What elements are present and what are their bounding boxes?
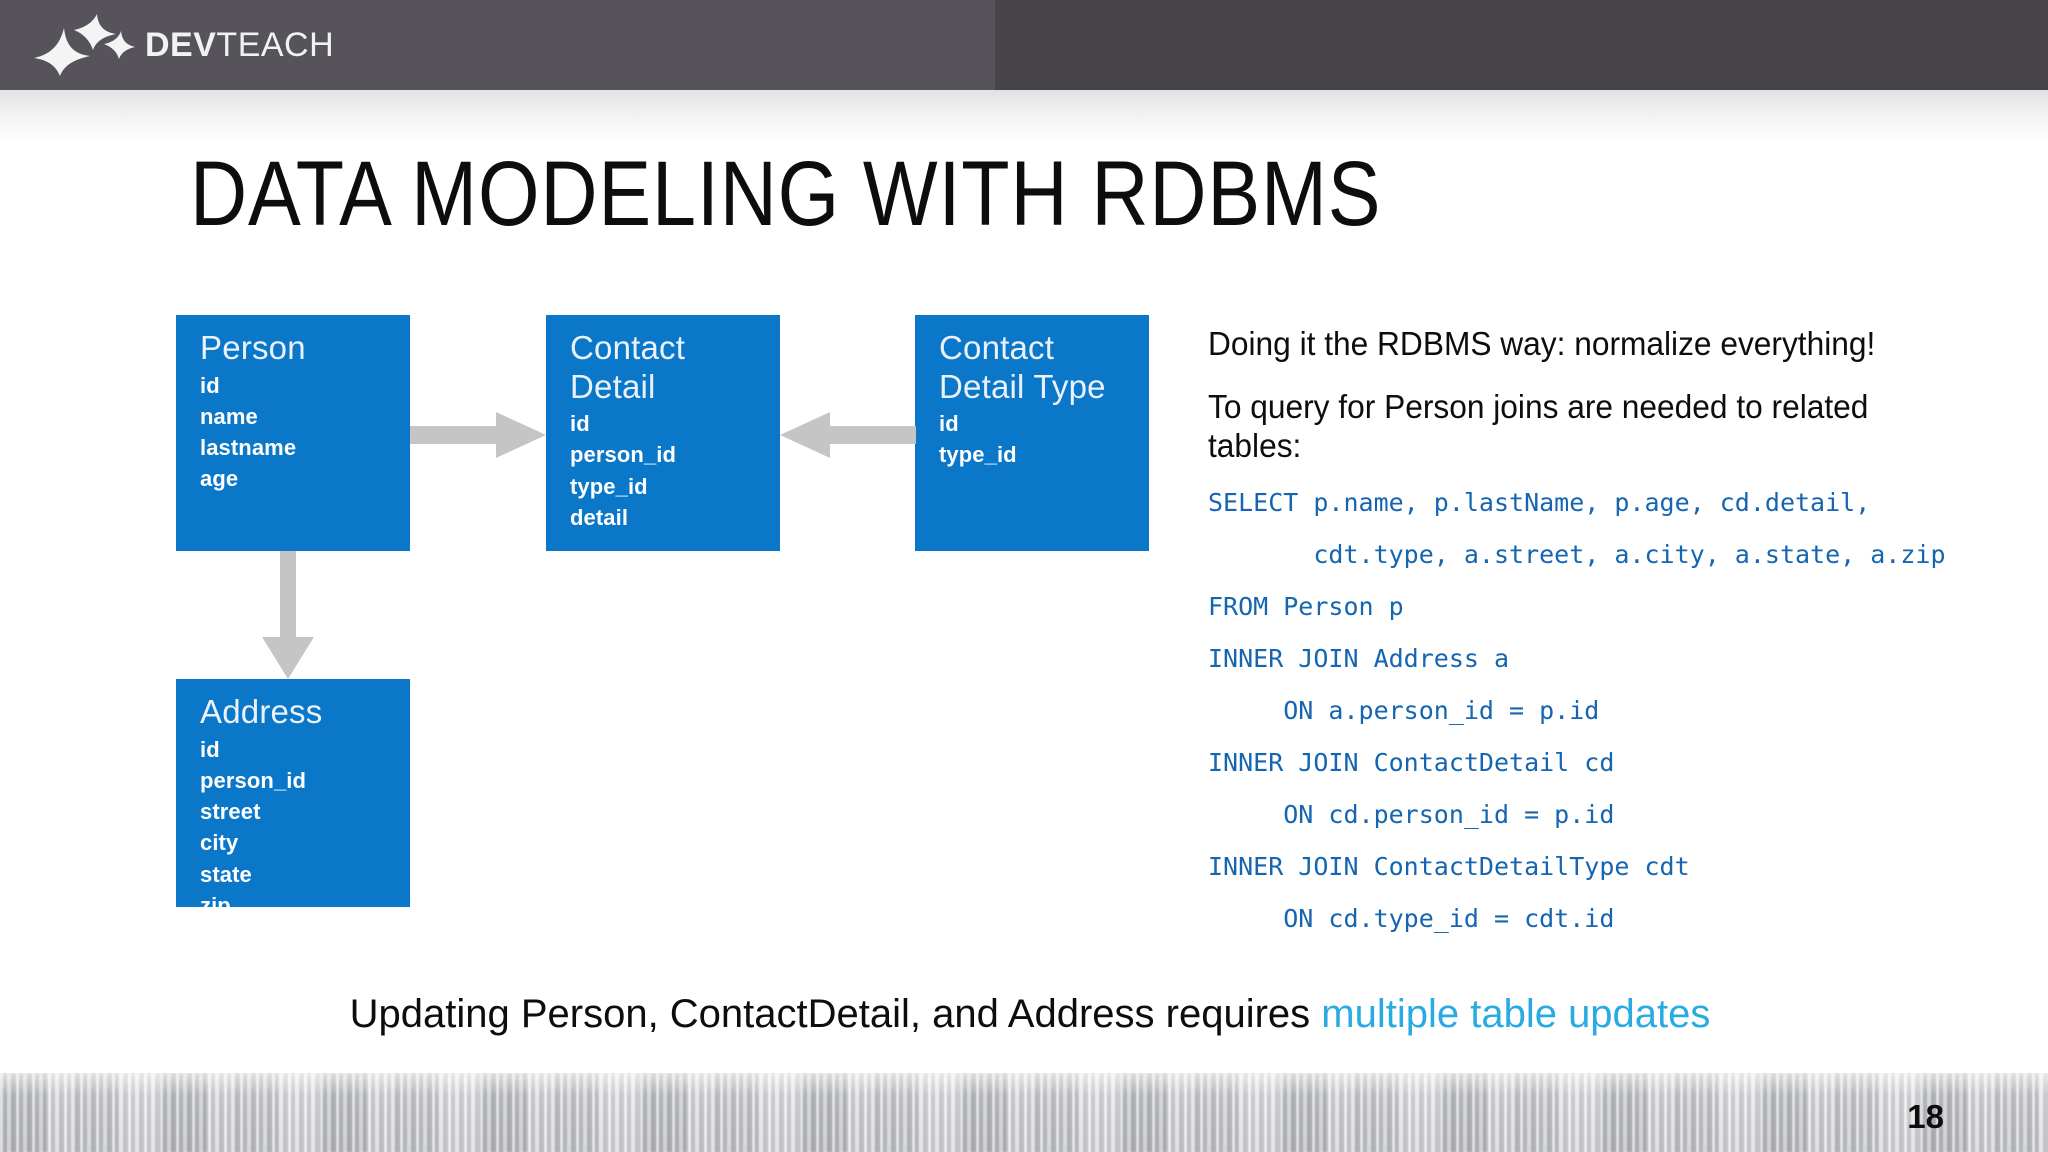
devteach-wordmark: DEVTEACH [145, 26, 334, 65]
sql-line: FROM Person p [1208, 591, 1404, 621]
footer-cityscape-image [0, 1073, 2048, 1152]
header-bar-left-tone [0, 0, 995, 90]
page-number: 18 [1907, 1098, 1944, 1135]
sql-line: ON a.person_id = p.id [1208, 695, 1600, 725]
arrow-left-icon [780, 412, 916, 458]
entity-field: detail [570, 504, 629, 530]
entity-field: city [200, 830, 239, 856]
entity-field: zip [200, 892, 231, 918]
entity-title: Address [200, 693, 323, 730]
logo-dev-text: DEV [145, 25, 217, 64]
page-title: DATA MODELING WITH RDBMS [190, 143, 1382, 245]
entity-field: state [200, 861, 252, 887]
entity-field: id [200, 372, 220, 398]
entity-field: person_id [200, 767, 307, 793]
explanation-column: Doing it the RDBMS way: normalize everyt… [1208, 325, 1998, 958]
entity-field: type_id [570, 473, 648, 499]
entity-title: Contact Detail Type [939, 329, 1106, 405]
cityscape-fade-overlay [0, 1073, 2048, 1152]
sql-line: ON cd.type_id = cdt.id [1208, 903, 1615, 933]
entity-box-contact-detail-type: Contact Detail Type id type_id [915, 315, 1149, 551]
sql-line: cdt.type, a.street, a.city, a.state, a.z… [1208, 539, 1946, 569]
entity-box-address: Address id person_id street city state z… [176, 679, 410, 918]
sparkle-star-icon [30, 14, 135, 76]
paragraph-joins: To query for Person joins are needed to … [1208, 387, 1869, 464]
caption-plain-text: Updating Person, ContactDetail, and Addr… [349, 992, 1322, 1036]
entity-field: lastname [200, 435, 297, 461]
caption-highlight-text: multiple table updates [1321, 992, 1711, 1036]
devteach-logo: DEVTEACH [30, 8, 360, 82]
entity-field: person_id [570, 442, 677, 468]
header-underglow [0, 90, 2048, 145]
sql-line: ON cd.person_id = p.id [1208, 799, 1615, 829]
slide-caption: Updating Person, ContactDetail, and Addr… [300, 990, 1760, 1039]
logo-teach-text: TEACH [216, 25, 335, 64]
arrow-down-icon [262, 551, 314, 679]
entity-field: name [200, 403, 258, 429]
entity-field: street [200, 799, 261, 825]
entity-field: id [939, 411, 959, 437]
entity-box-person: Person id name lastname age [176, 315, 410, 551]
entity-title: Person [200, 329, 306, 366]
entity-field: type_id [939, 442, 1017, 468]
sql-line: INNER JOIN ContactDetail cd [1208, 747, 1615, 777]
entity-box-contact-detail: Contact Detail id person_id type_id deta… [546, 315, 780, 551]
sql-line: INNER JOIN Address a [1208, 643, 1510, 673]
paragraph-normalize: Doing it the RDBMS way: normalize everyt… [1208, 325, 1876, 362]
sql-line: SELECT p.name, p.lastName, p.age, cd.det… [1208, 487, 1871, 517]
header-bar-right-tone [995, 0, 2048, 90]
header-bar [0, 0, 2048, 90]
sql-code-block: SELECT p.name, p.lastName, p.age, cd.det… [1208, 490, 1998, 931]
entity-field: id [200, 736, 220, 762]
arrow-right-icon [410, 412, 546, 458]
entity-field: id [570, 411, 590, 437]
sql-line: INNER JOIN ContactDetailType cdt [1208, 851, 1690, 881]
entity-title: Contact Detail [570, 329, 686, 405]
entity-field: age [200, 466, 239, 492]
